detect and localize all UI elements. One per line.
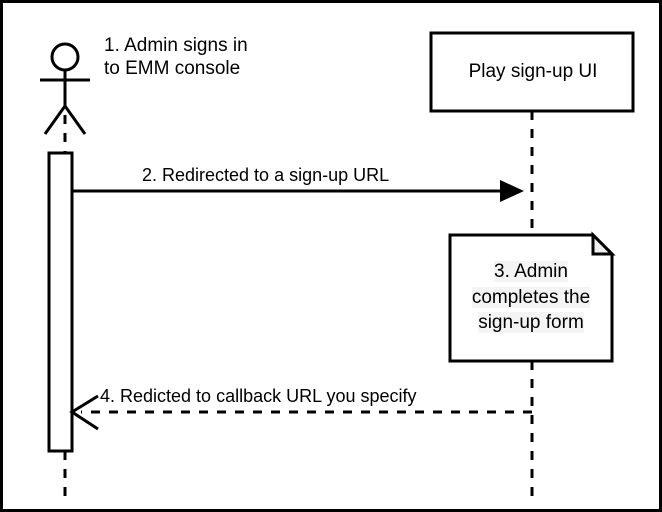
note-text-line1: 3. Admin (494, 261, 568, 282)
message-2-label: 2. Redirected to a sign-up URL (142, 165, 390, 185)
play-signup-ui-label: Play sign-up UI (468, 61, 598, 82)
actor-left-leg-line (43, 105, 67, 135)
actor-activation-bar (47, 151, 74, 453)
note-text-line3: sign-up form (478, 312, 584, 334)
message-2-arrowhead-filled (500, 180, 524, 202)
actor-right-leg-line (63, 105, 87, 135)
play-signup-ui-box[interactable] (429, 31, 635, 113)
message-4-arrowhead-open (69, 394, 99, 431)
message-4-label: 4. Redicted to callback URL you specify (100, 386, 417, 406)
note-text: 3. Admin completes the sign-up form (452, 259, 610, 336)
admin-actor-figure (40, 42, 90, 135)
actor-caption-line1: 1. Admin signs in (104, 35, 248, 56)
message-arrow-4 (69, 394, 532, 431)
message-arrow-2 (72, 180, 524, 202)
note-text-line2: completes the (471, 286, 591, 308)
actor-head-icon (50, 42, 80, 72)
actor-caption-line2: to EMM console (104, 58, 241, 80)
note-fold-corner-icon (591, 231, 616, 256)
